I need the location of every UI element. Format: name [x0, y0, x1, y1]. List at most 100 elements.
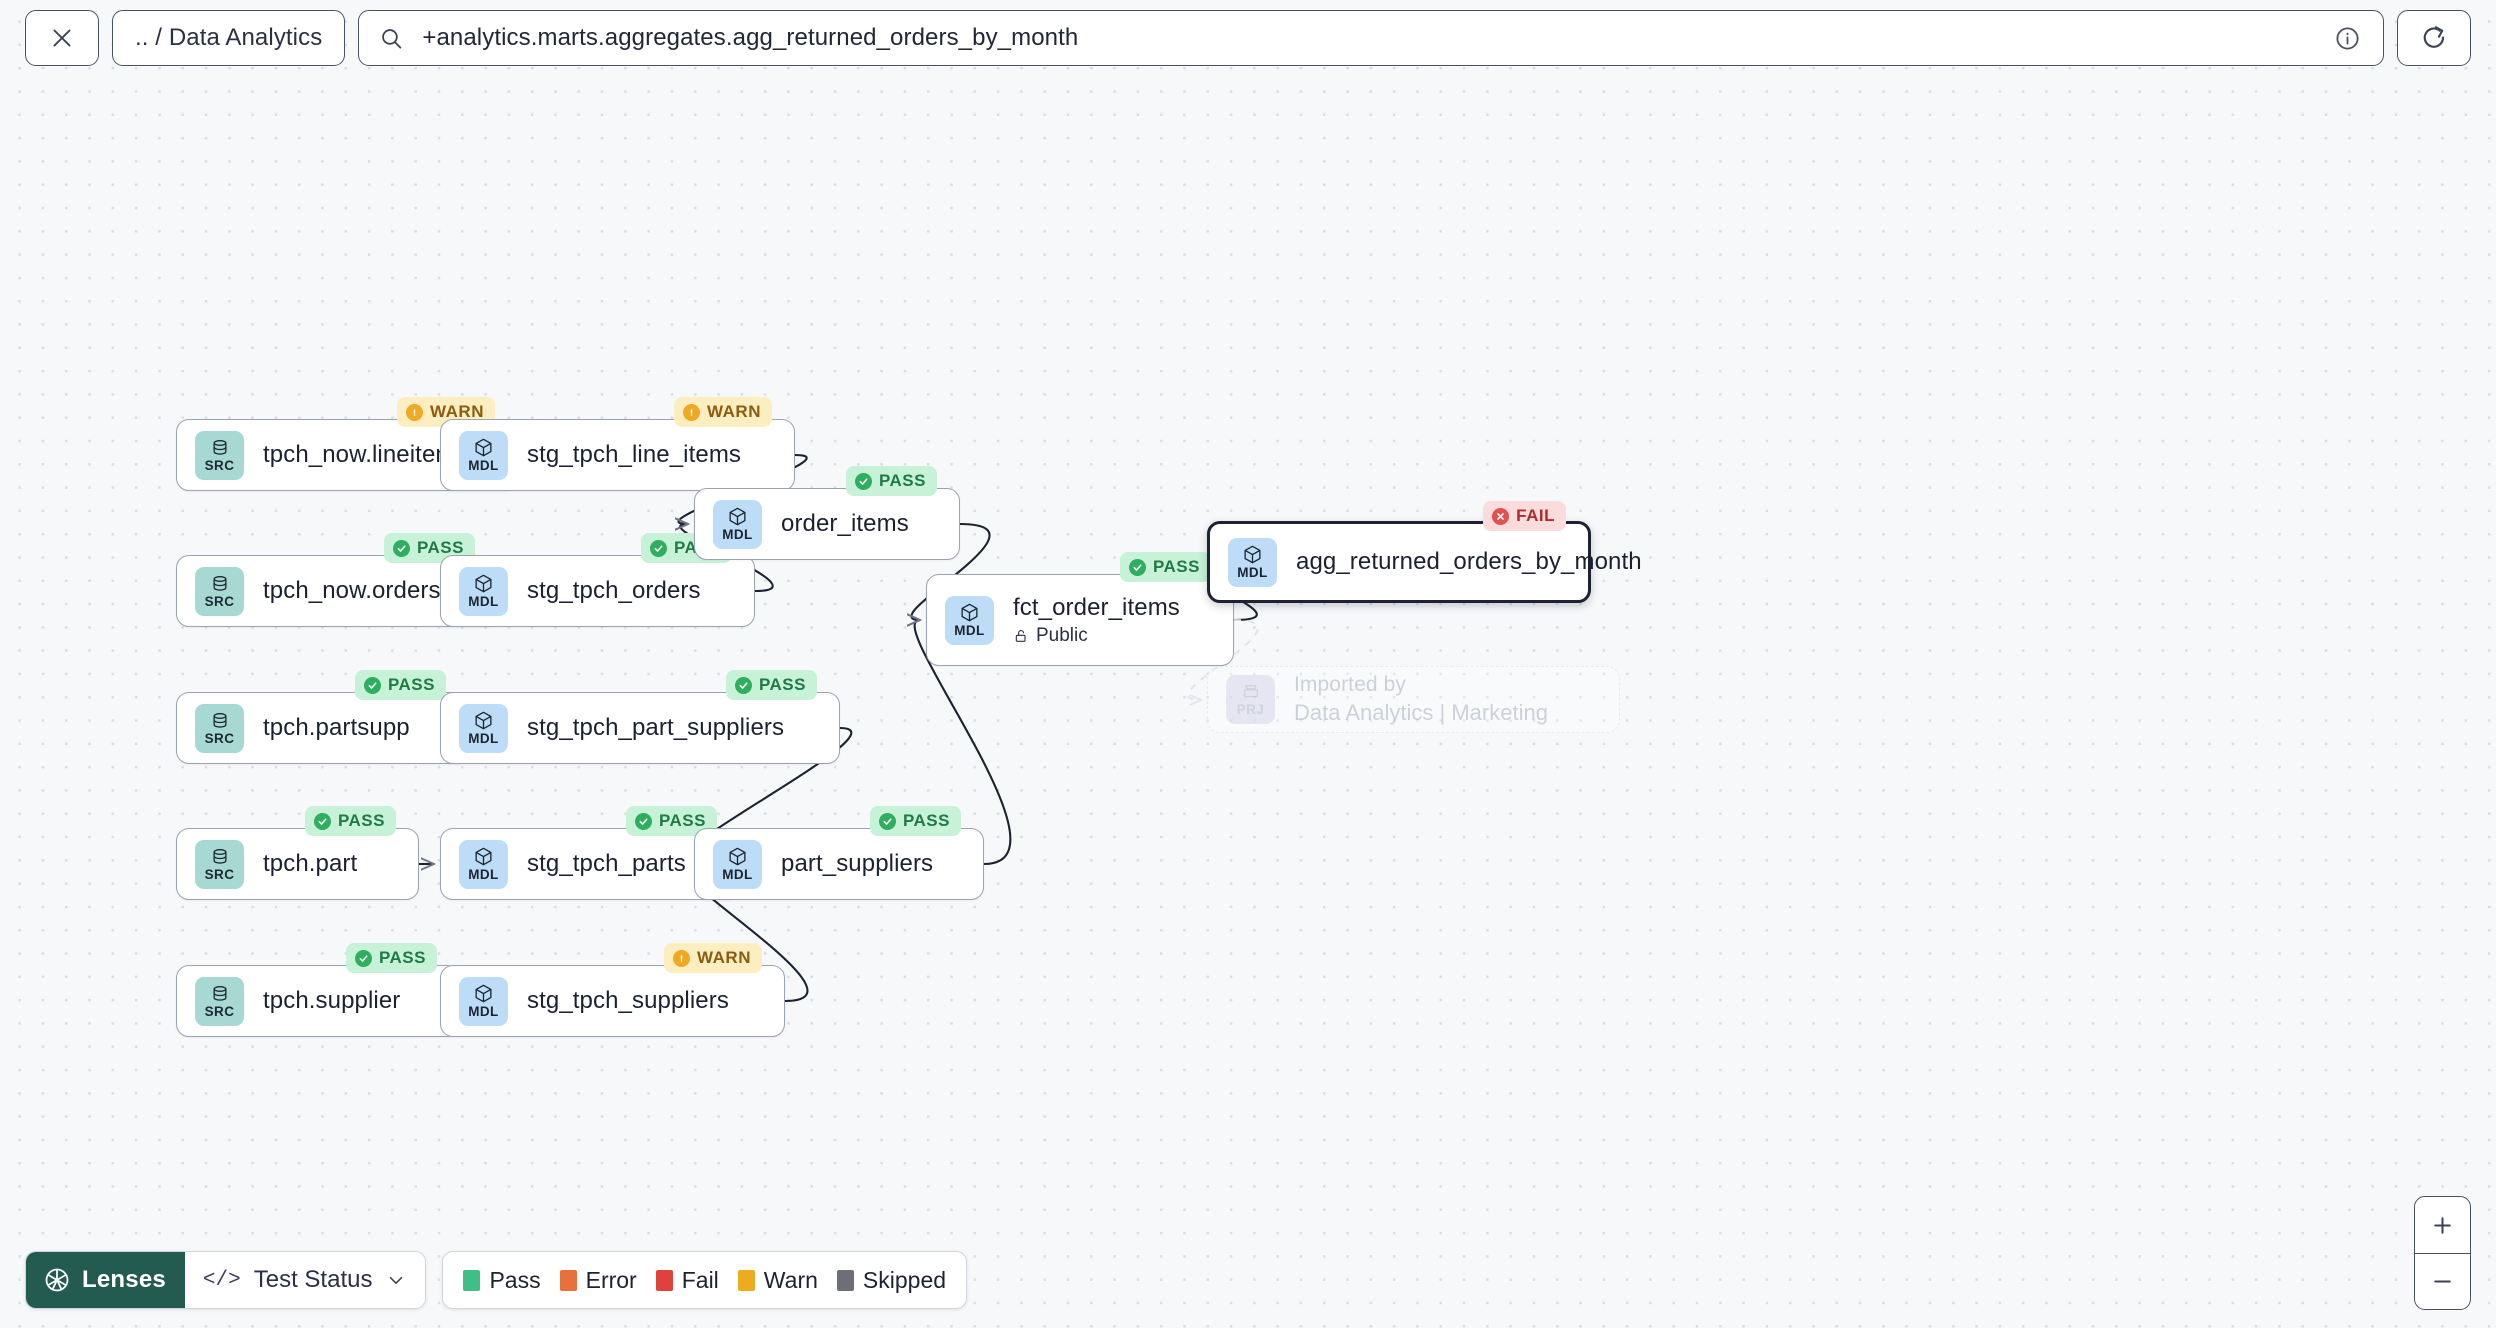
node-title: tpch_now.orders: [263, 577, 441, 604]
info-icon[interactable]: [2334, 25, 2361, 52]
node-text: stg_tpch_line_items: [527, 441, 741, 469]
status-dot-icon: [634, 812, 652, 830]
status-dot-icon: [878, 812, 896, 830]
lenses-brand-button[interactable]: Lenses: [26, 1252, 185, 1308]
status-dot-icon: [673, 949, 691, 967]
node-text: tpch.partsupp: [263, 714, 410, 742]
status-badge-pass[interactable]: PASS: [354, 670, 446, 700]
node-kind-label: SRC: [204, 593, 235, 609]
legend-label: Fail: [681, 1266, 719, 1293]
status-label: PASS: [387, 675, 435, 694]
lens-group: Lenses </> Test Status: [25, 1251, 427, 1309]
aperture-icon: [45, 1268, 69, 1292]
bottom-toolbar: Lenses </> Test Status Pass Error Fail Warn…: [25, 1251, 968, 1309]
src-type-icon: SRC: [195, 976, 244, 1026]
node-title: tpch.partsupp: [263, 714, 410, 741]
legend-item-fail[interactable]: Fail: [655, 1266, 719, 1294]
node-text: stg_tpch_parts: [527, 850, 686, 878]
lens-select-test-status[interactable]: </> Test Status: [184, 1252, 426, 1308]
chevron-down-icon: [390, 1276, 403, 1284]
status-badge-warn[interactable]: WARN: [664, 943, 762, 973]
src-type-icon: SRC: [195, 703, 244, 753]
status-badge-pass[interactable]: PASS: [1119, 552, 1211, 582]
status-badge-fail[interactable]: FAIL: [1483, 501, 1566, 531]
node-text: part_suppliers: [781, 850, 933, 878]
graph-node-tpch_partsupp[interactable]: SRC tpch.partsupp PASS: [176, 670, 469, 764]
node-kind-label: PRJ: [1236, 702, 1265, 718]
search-input[interactable]: +analytics.marts.aggregates.agg_returned…: [358, 10, 2384, 66]
status-badge-warn[interactable]: WARN: [674, 397, 772, 427]
zoom-in-button[interactable]: [2415, 1197, 2470, 1253]
status-label: PASS: [337, 811, 385, 830]
legend-item-pass[interactable]: Pass: [463, 1267, 541, 1294]
status-label: WARN: [707, 402, 761, 421]
minus-icon: [2434, 1280, 2451, 1283]
graph-node-agg_returned_orders_by_month[interactable]: MDL agg_returned_orders_by_month FAIL: [1207, 501, 1642, 603]
breadcrumb[interactable]: .. / Data Analytics: [112, 10, 346, 66]
legend-swatch: [559, 1269, 577, 1291]
node-kind-label: MDL: [1237, 565, 1268, 581]
legend-swatch: [655, 1269, 673, 1291]
status-badge-warn[interactable]: WARN: [397, 397, 495, 427]
status-dot-icon: [406, 403, 424, 421]
node-kind-label: MDL: [954, 623, 985, 639]
unlock-icon: [1015, 629, 1026, 642]
code-icon: </>: [202, 1268, 241, 1292]
refresh-icon: [2423, 26, 2445, 48]
node-kind-label: SRC: [204, 730, 235, 746]
graph-node-tpch_supplier[interactable]: SRC tpch.supplier PASS: [176, 943, 460, 1037]
mdl-type-icon: MDL: [459, 976, 508, 1026]
node-text: agg_returned_orders_by_month: [1296, 548, 1642, 576]
node-subtitle: Public: [1013, 625, 1180, 647]
close-button[interactable]: [25, 10, 99, 66]
status-dot-icon: [392, 539, 410, 557]
node-text: tpch.part: [263, 850, 357, 878]
node-kind-label: MDL: [468, 867, 499, 883]
status-badge-pass[interactable]: PASS: [345, 943, 437, 973]
status-label: WARN: [697, 948, 751, 967]
status-dot-icon: [354, 949, 372, 967]
status-label: PASS: [416, 538, 464, 557]
node-kind-label: MDL: [722, 527, 753, 543]
zoom-out-button[interactable]: [2415, 1253, 2470, 1309]
legend-item-skipped[interactable]: Skipped: [836, 1267, 946, 1294]
node-text: tpch_now.orders: [263, 577, 441, 605]
legend-item-warn[interactable]: Warn: [737, 1266, 818, 1294]
zoom-controls: [2414, 1196, 2471, 1310]
status-badge-pass[interactable]: PASS: [304, 806, 396, 836]
mdl-type-icon: MDL: [459, 703, 508, 753]
status-label: PASS: [658, 811, 706, 830]
node-kind-label: SRC: [204, 457, 235, 473]
status-label: PASS: [758, 675, 806, 694]
node-kind-label: MDL: [468, 594, 499, 610]
mdl-type-icon: MDL: [459, 566, 508, 616]
status-badge-pass[interactable]: PASS: [725, 670, 817, 700]
node-title: stg_tpch_line_items: [527, 441, 742, 468]
node-text: tpch.supplier: [263, 987, 400, 1015]
node-title: tpch_now.lineitem: [263, 441, 456, 468]
status-label: FAIL: [1516, 506, 1555, 525]
status-dot-icon: [649, 539, 667, 557]
legend-item-error[interactable]: Error: [559, 1267, 637, 1294]
status-badge-pass[interactable]: PASS: [869, 806, 961, 836]
status-dot-icon: [313, 812, 331, 830]
status-badge-pass[interactable]: PASS: [845, 466, 937, 496]
search-icon: [382, 28, 402, 49]
node-subtitle-label: Public: [1036, 624, 1088, 646]
refresh-button[interactable]: [2397, 10, 2471, 66]
legend-label: Warn: [763, 1266, 818, 1293]
node-text: stg_tpch_orders: [527, 577, 701, 605]
